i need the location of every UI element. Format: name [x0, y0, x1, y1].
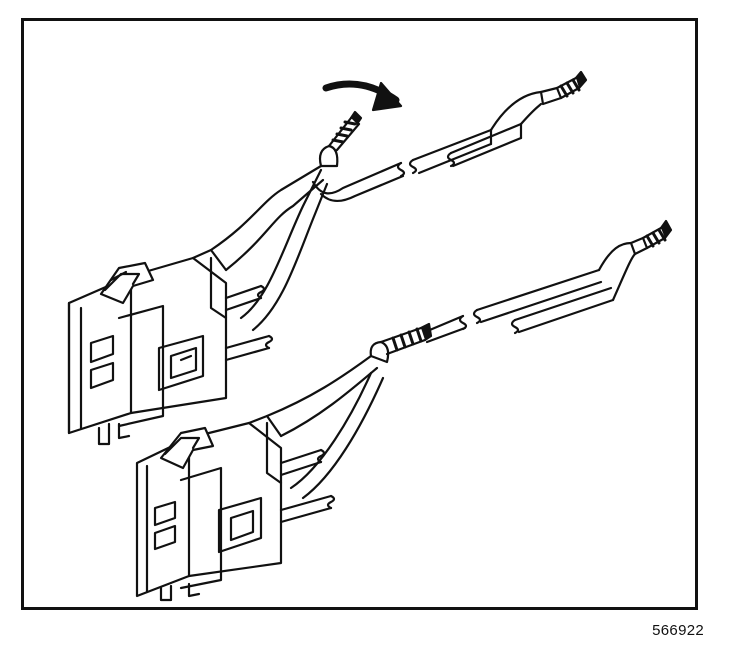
lower-wire-stubs [279, 448, 336, 524]
upper-wire-stubs [224, 284, 274, 362]
figure-reference-number: 566922 [652, 622, 704, 639]
upper-connector-icon [67, 248, 228, 446]
upper-wire-icon [209, 70, 588, 332]
curved-arrow-icon [322, 80, 403, 112]
connector-wiring-illustration [67, 70, 673, 602]
lower-connector-icon [135, 414, 283, 602]
lower-wire-icon [265, 219, 673, 500]
